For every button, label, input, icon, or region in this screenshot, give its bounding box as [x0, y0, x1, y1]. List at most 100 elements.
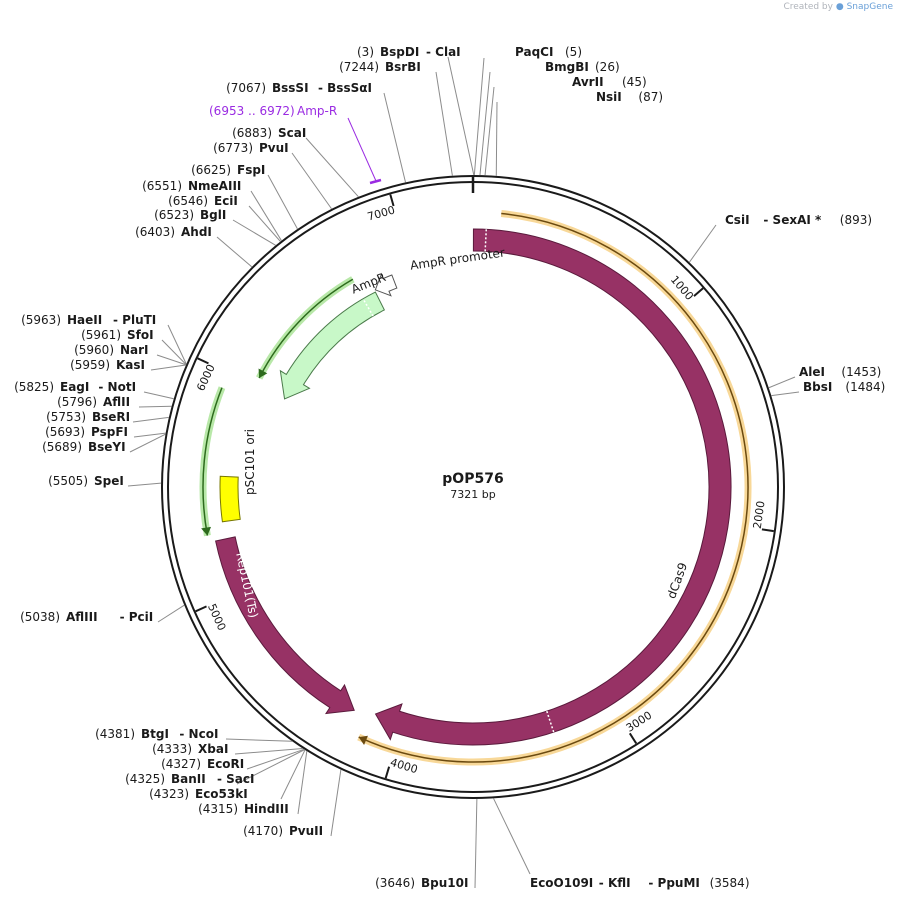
- site-name: Eco53kI: [195, 787, 248, 801]
- feature-ampr[interactable]: [279, 291, 386, 400]
- site-name: HaeII: [67, 313, 102, 327]
- site-position: (4315): [198, 802, 238, 816]
- site-position: (6773): [213, 141, 253, 155]
- site-spei[interactable]: (5505)SpeI: [48, 474, 162, 488]
- site-position: (5961): [81, 328, 121, 342]
- band-line-0: [358, 212, 749, 763]
- feature-dcas9[interactable]: [374, 228, 732, 746]
- site-name: BmgBI: [545, 60, 589, 74]
- primer-site-amp-r[interactable]: (6953 .. 6972) Amp-R: [209, 104, 382, 185]
- site-btgi[interactable]: (4381)BtgI- NcoI: [95, 727, 293, 742]
- snapgene-logo-icon: ●: [835, 2, 844, 12]
- site-leader: [250, 190, 282, 241]
- site-name: SfoI: [127, 328, 154, 342]
- site-bsssi[interactable]: (7067)BssSI- BssSαI: [226, 81, 407, 183]
- band-arrowhead-1: [201, 526, 212, 536]
- site-eagi[interactable]: (5825)EagI- NotI: [14, 380, 174, 400]
- site-name-alt: - KflI: [599, 876, 631, 890]
- site-pvui[interactable]: (6773)PvuI: [213, 141, 333, 210]
- site-ecii[interactable]: (6546)EciI: [168, 194, 281, 242]
- site-position: (4381): [95, 727, 135, 741]
- site-name-alt: - ClaI: [426, 45, 461, 59]
- site-name: CsiI: [725, 213, 750, 227]
- site-leader: [291, 152, 333, 210]
- site-bpu10i[interactable]: (3646)Bpu10I: [375, 798, 478, 890]
- site-bseri[interactable]: (5753)BseRI: [46, 410, 169, 424]
- tick-label: 5000: [205, 602, 228, 633]
- site-scai[interactable]: (6883)ScaI: [232, 126, 359, 198]
- site-name: BseRI: [92, 410, 130, 424]
- site-paqci[interactable]: PaqCI(5): [473, 45, 582, 176]
- site-name: XbaI: [198, 742, 228, 756]
- site-eco53ki[interactable]: (4323)Eco53kI: [149, 749, 306, 801]
- tick-mark-2000: [761, 528, 774, 533]
- site-nari[interactable]: (5960) NarI: [74, 343, 187, 366]
- plasmid-name: pOP576: [442, 471, 503, 487]
- site-leader: [495, 101, 498, 176]
- site-name-alt: - SacI: [217, 772, 254, 786]
- site-position: (1484): [845, 380, 885, 394]
- site-name: AvrII: [572, 75, 604, 89]
- site-position: (6625): [191, 163, 231, 177]
- site-bgli[interactable]: (6523) BglI: [154, 208, 276, 246]
- primer-name: Amp-R: [297, 104, 337, 118]
- site-leader: [688, 224, 717, 263]
- site-position: (6523): [154, 208, 194, 222]
- site-bseyi[interactable]: (5689)BseYI: [42, 433, 166, 454]
- site-name: AhdI: [181, 225, 212, 239]
- site-bsrbi[interactable]: (7244)BsrBI: [339, 60, 453, 176]
- site-position: (1453): [841, 365, 881, 379]
- site-name: SpeI: [94, 474, 124, 488]
- site-position: (6546): [168, 194, 208, 208]
- site-name: NmeAIII: [188, 179, 241, 193]
- site-csii[interactable]: CsiI- SexAI *(893): [688, 213, 872, 263]
- site-leader: [768, 376, 796, 389]
- site-position: (6551): [142, 179, 182, 193]
- site-leader: [138, 405, 172, 408]
- site-name-alt2: - PpuMI: [648, 876, 700, 890]
- site-alei[interactable]: AleI(1453): [768, 365, 882, 389]
- site-haeii[interactable]: (5963)HaeII- PluTI: [21, 313, 187, 365]
- tick-mark-3000: [628, 732, 638, 744]
- site-nsii[interactable]: NsiI(87): [495, 90, 663, 176]
- site-sfoi[interactable]: (5961) SfoI: [81, 328, 187, 365]
- site-hindiii[interactable]: (4315)HindIII: [198, 750, 308, 816]
- site-fspi[interactable]: (6625)FspI: [191, 163, 298, 230]
- feature-label: pSC101 ori: [243, 429, 257, 495]
- site-leader: [246, 748, 305, 770]
- feature-ampr-promoter[interactable]: [374, 272, 398, 297]
- site-xbai[interactable]: (4333)XbaI: [152, 742, 303, 756]
- band-arrowhead-0: [358, 735, 368, 745]
- site-banii[interactable]: (4325)BanII- SacI: [125, 749, 305, 786]
- site-kasi[interactable]: (5959)KasI: [70, 358, 186, 372]
- feature-psc101-ori[interactable]: [219, 475, 241, 523]
- site-pspfi[interactable]: (5693)PspFI: [45, 425, 166, 439]
- site-position: (45): [622, 75, 647, 89]
- site-leader: [150, 364, 186, 371]
- site-leader: [280, 749, 306, 800]
- site-avrii[interactable]: AvrII (45): [484, 75, 647, 176]
- site-pvuii[interactable]: (4170)PvuII: [243, 769, 342, 838]
- site-position: (5693): [45, 425, 85, 439]
- site-bmgbi[interactable]: BmgBI(26): [479, 60, 620, 176]
- site-ecoo109i[interactable]: EcoO109I- KflI- PpuMI(3584): [493, 798, 750, 890]
- site-bspdi[interactable]: (3)BspDI- ClaI: [357, 45, 475, 176]
- site-aflii[interactable]: (5796)AflII: [57, 395, 172, 409]
- tick-mark-1000: [693, 287, 704, 297]
- tick-mark-5000: [195, 605, 207, 613]
- site-position: (5960): [74, 343, 114, 357]
- site-afliii[interactable]: (5038)AflIII- PciI: [20, 604, 185, 624]
- site-nmeaiii[interactable]: (6551) NmeAIII: [142, 179, 282, 241]
- site-bbsi[interactable]: BbsI (1484): [771, 380, 885, 397]
- snapgene-credit: Created by ● SnapGene: [783, 2, 893, 12]
- site-position: (6883): [232, 126, 272, 140]
- site-name: BbsI: [803, 380, 832, 394]
- site-leader: [297, 750, 308, 815]
- site-name: PvuII: [289, 824, 323, 838]
- site-ahdi[interactable]: (6403)AhdI: [135, 225, 253, 268]
- site-name: BglI: [200, 208, 226, 222]
- site-name: NarI: [120, 343, 149, 357]
- feature-rep101-ts-[interactable]: [215, 536, 355, 715]
- site-ecori[interactable]: (4327)EcoRI: [161, 748, 305, 771]
